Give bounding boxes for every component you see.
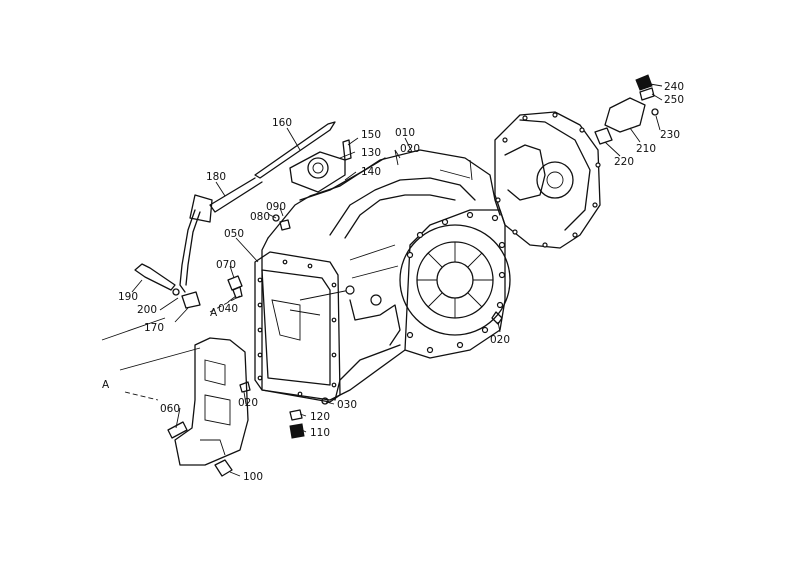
- small-parts: [134, 74, 659, 477]
- front-cover-gasket: [254, 251, 341, 403]
- view-marker-a-right: A: [210, 307, 218, 319]
- label-110: 110: [310, 427, 330, 439]
- top-cover-plate: [289, 139, 352, 193]
- transmission-case: [261, 149, 511, 401]
- dipstick-assembly: [179, 121, 336, 293]
- label-120: 120: [310, 411, 330, 423]
- view-marker-a-left: A: [102, 379, 110, 391]
- label-230: 230: [660, 129, 680, 141]
- label-250: 250: [664, 94, 684, 106]
- leader-lines: [131, 83, 663, 477]
- label-180: 180: [206, 171, 226, 183]
- label-220: 220: [614, 156, 634, 168]
- label-170: 170: [144, 322, 164, 334]
- part-number-labels: 010 020 020 020 030 040 050 060 070 080 …: [102, 81, 684, 483]
- label-150: 150: [361, 129, 381, 141]
- label-160: 160: [272, 117, 292, 129]
- label-130: 130: [361, 147, 381, 159]
- label-070: 070: [216, 259, 236, 271]
- label-140: 140: [361, 166, 381, 178]
- label-020-left: 020: [238, 397, 258, 409]
- label-100: 100: [243, 471, 263, 483]
- label-240: 240: [664, 81, 684, 93]
- label-020-top: 020: [400, 143, 420, 155]
- label-210: 210: [636, 143, 656, 155]
- label-020-right: 020: [490, 334, 510, 346]
- left-housing-flange: [101, 295, 249, 466]
- label-200: 200: [137, 304, 157, 316]
- label-060: 060: [160, 403, 180, 415]
- label-040: 040: [218, 303, 238, 315]
- label-190: 190: [118, 291, 138, 303]
- label-080: 080: [250, 211, 270, 223]
- label-010: 010: [395, 127, 415, 139]
- rear-housing: [494, 111, 601, 249]
- label-090: 090: [266, 201, 286, 213]
- label-050: 050: [224, 228, 244, 240]
- label-030: 030: [337, 399, 357, 411]
